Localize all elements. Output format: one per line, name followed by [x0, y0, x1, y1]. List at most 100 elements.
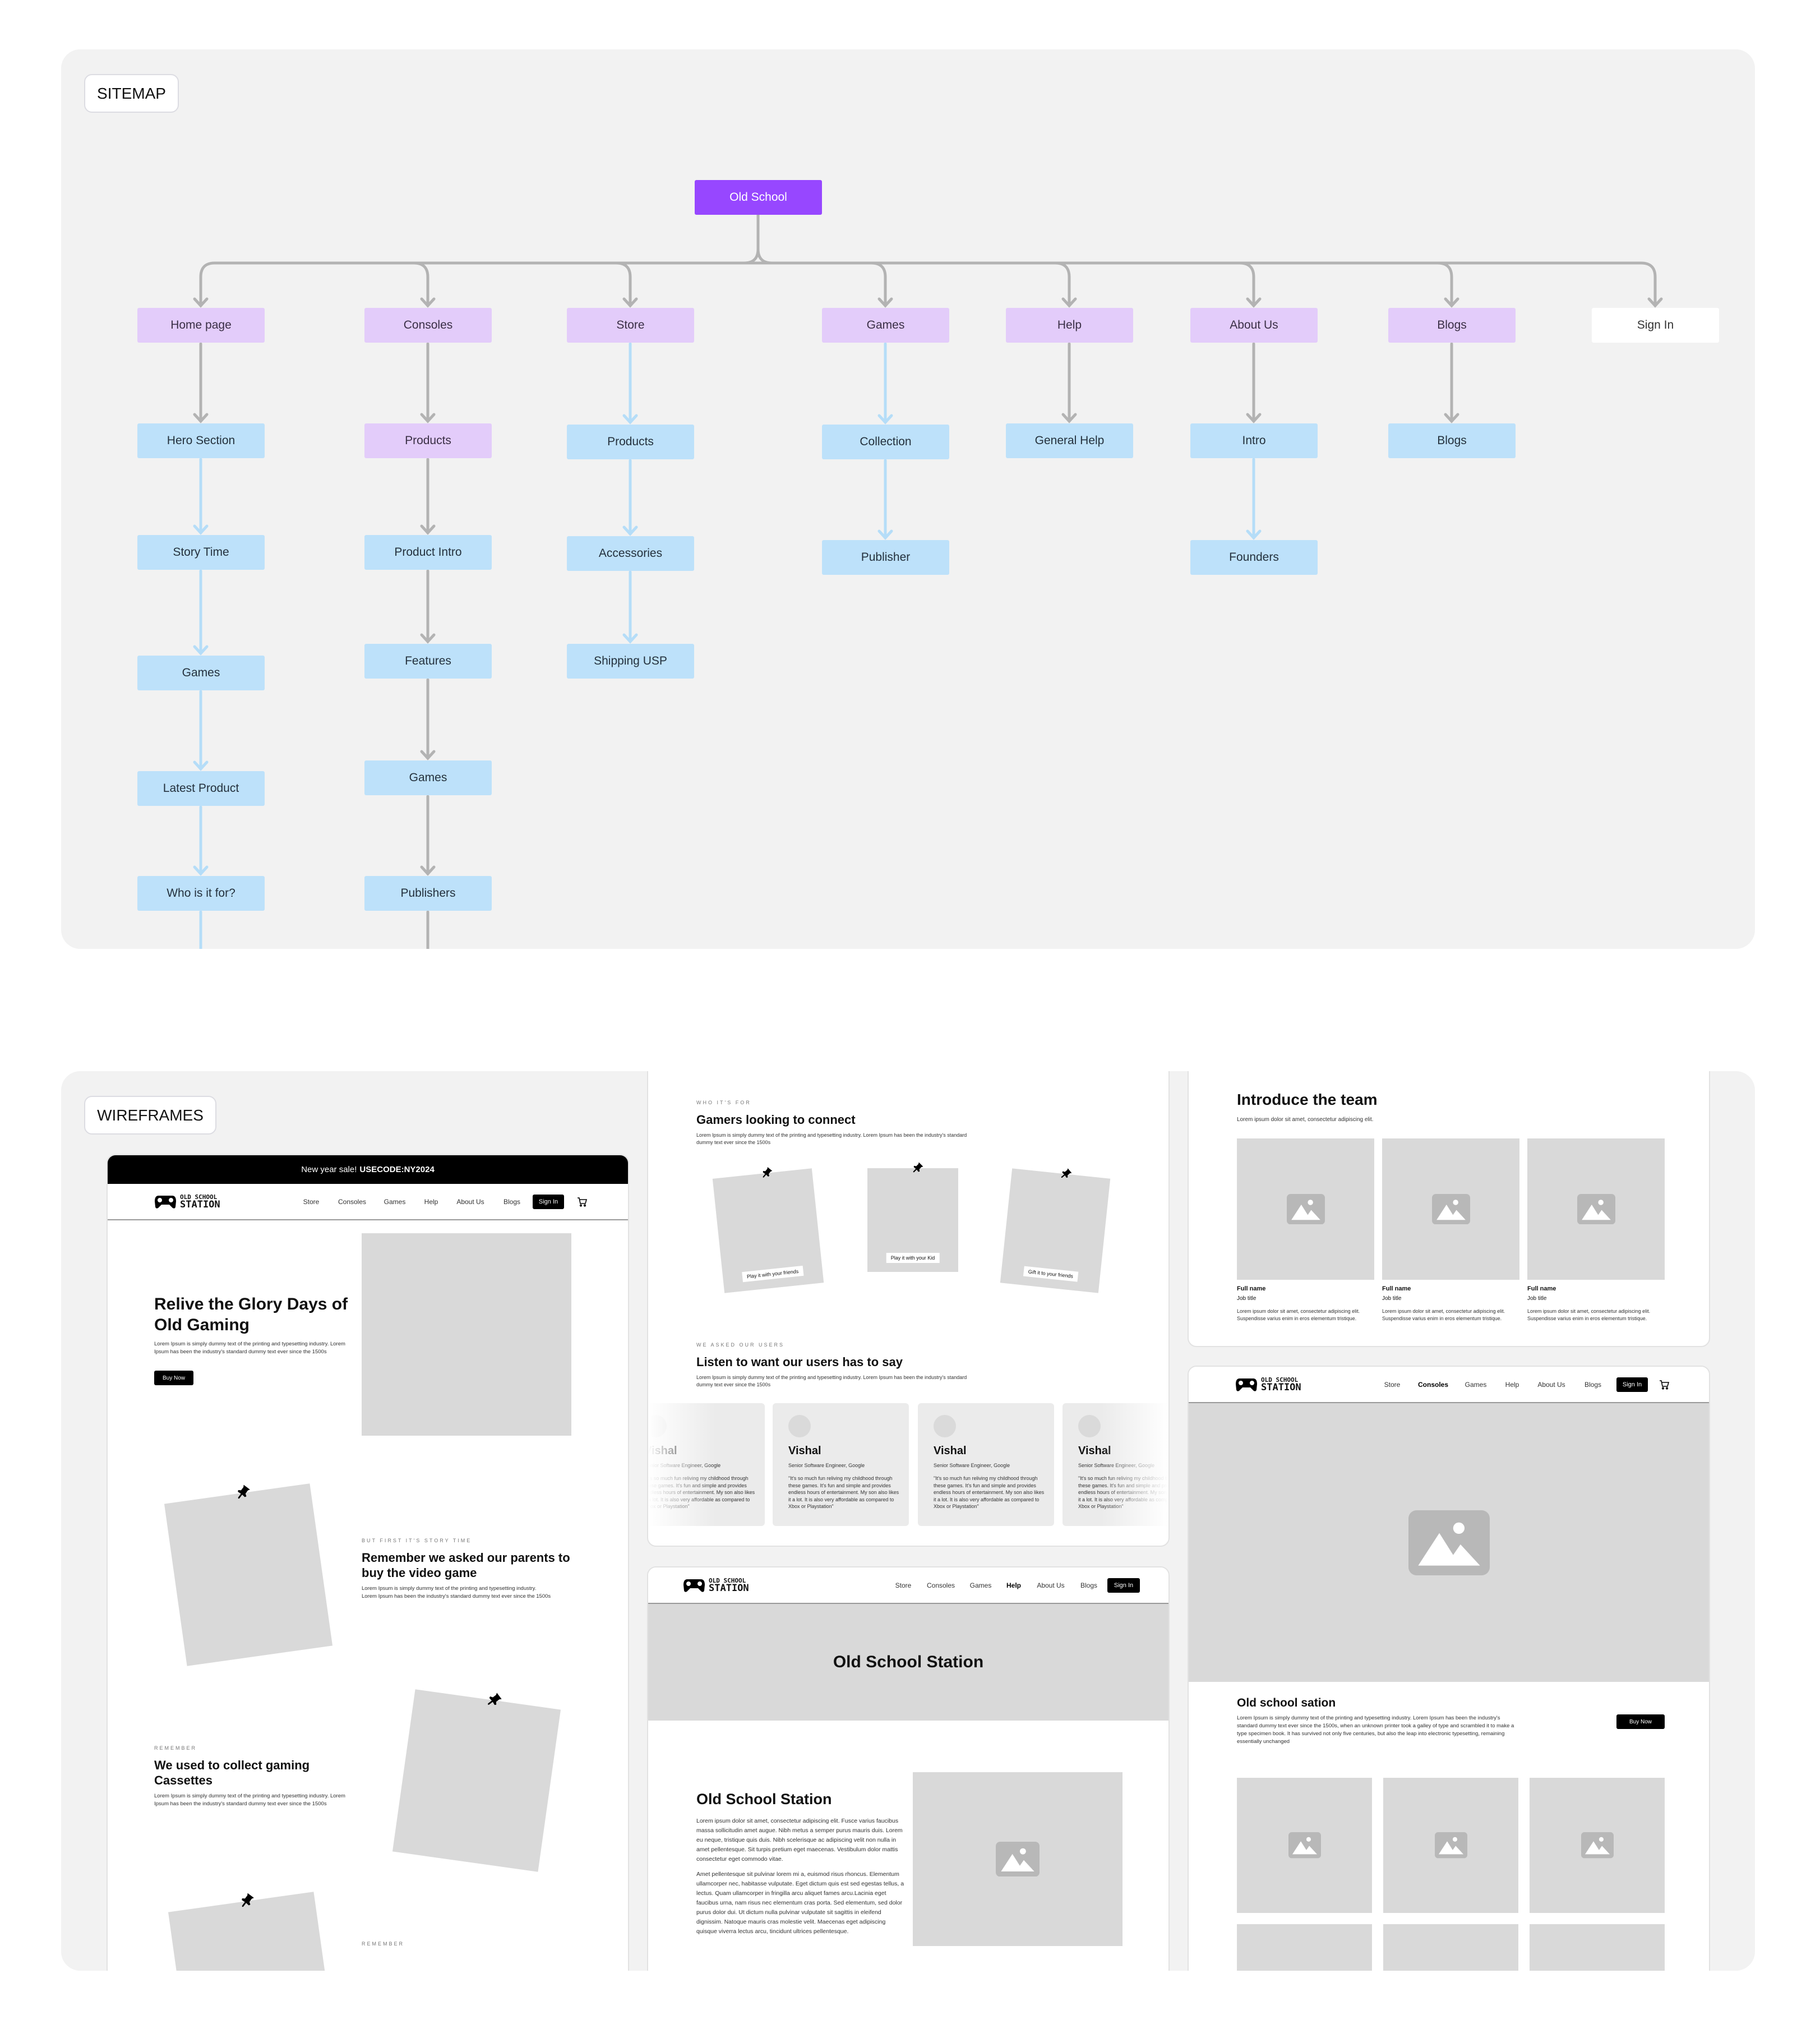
sitemap-node-who-is-it-for-[interactable]: Who is it for? — [137, 876, 265, 911]
nav-store[interactable]: Store — [303, 1197, 320, 1206]
sitemap-node-publisher[interactable]: Publisher — [822, 540, 949, 575]
sitemap-node-hero-section[interactable]: Hero Section — [137, 423, 265, 458]
help-hero-title: Old School Station — [833, 1653, 984, 1671]
team-wireframe: Introduce the team Lorem ipsum dolor sit… — [1188, 1071, 1710, 1347]
nav-blogs[interactable]: Blogs — [503, 1197, 521, 1206]
nav-consoles[interactable]: Consoles — [926, 1581, 955, 1589]
nav-store[interactable]: Store — [1384, 1380, 1401, 1389]
branch-connector — [1238, 261, 1255, 307]
sitemap-node-about-us[interactable]: About Us — [1190, 308, 1318, 343]
arrow-icon — [193, 297, 209, 308]
member-name: Full name — [1237, 1285, 1266, 1292]
users-text: Lorem Ipsum is simply dummy text of the … — [696, 1375, 967, 1387]
polaroid-card: Gift it to your friends — [1000, 1168, 1111, 1293]
sitemap-node-blogs[interactable]: Blogs — [1388, 423, 1516, 458]
avatar — [788, 1415, 811, 1437]
avatar — [1078, 1415, 1101, 1437]
nav-store[interactable]: Store — [895, 1581, 912, 1589]
sitemap-node-blogs[interactable]: Blogs — [1388, 308, 1516, 343]
nav-help[interactable]: Help — [1006, 1581, 1022, 1589]
sitemap-node-products[interactable]: Products — [364, 423, 492, 458]
testimonial-name: Vishal — [934, 1445, 967, 1457]
sitemap-node-founders[interactable]: Founders — [1190, 540, 1318, 575]
image-icon — [1434, 1832, 1467, 1859]
nav-games[interactable]: Games — [1465, 1380, 1487, 1389]
who-text: Lorem Ipsum is simply dummy text of the … — [696, 1132, 967, 1145]
nav-consoles[interactable]: Consoles — [1417, 1380, 1449, 1389]
sitemap-node-games[interactable]: Games — [822, 308, 949, 343]
team-subtitle: Lorem ipsum dolor sit amet, consectetur … — [1237, 1117, 1374, 1123]
buy-now-button[interactable]: Buy Now — [1616, 1714, 1665, 1729]
sitemap-node-intro[interactable]: Intro — [1190, 423, 1318, 458]
sitemap-node-sign-in[interactable]: Sign In — [1592, 308, 1719, 343]
nav-games[interactable]: Games — [969, 1581, 992, 1589]
users-title: Listen to want our users has to say — [696, 1355, 903, 1369]
nav-help[interactable]: Help — [424, 1197, 438, 1206]
team-photo-placeholder — [1527, 1138, 1665, 1280]
pushpin-icon — [763, 1167, 773, 1178]
member-bio: Lorem ipsum dolor sit amet, consectetur … — [1382, 1308, 1505, 1321]
hero-text: Lorem Ipsum is simply dummy text of the … — [154, 1341, 345, 1355]
nav-games[interactable]: Games — [384, 1197, 406, 1206]
arrow-icon — [193, 865, 209, 876]
nav-consoles[interactable]: Consoles — [338, 1197, 367, 1206]
cart-icon[interactable] — [577, 1197, 588, 1207]
sitemap-node-help[interactable]: Help — [1006, 308, 1133, 343]
sitemap-node-product-intro[interactable]: Product Intro — [364, 535, 492, 570]
nav-about-us[interactable]: About Us — [1037, 1581, 1065, 1589]
remember-title: We used to collect gaming Cassettes — [154, 1758, 310, 1787]
sitemap-node-consoles[interactable]: Consoles — [364, 308, 492, 343]
sitemap-node-store[interactable]: Store — [567, 308, 694, 343]
sitemap-node-products[interactable]: Products — [567, 425, 694, 459]
sign-in-button[interactable]: Sign In — [1107, 1578, 1140, 1593]
nav-blogs[interactable]: Blogs — [1584, 1380, 1602, 1389]
sitemap-node-home-page[interactable]: Home page — [137, 308, 265, 343]
buy-now-button[interactable]: Buy Now — [154, 1371, 193, 1385]
nav-about-us[interactable]: About Us — [456, 1197, 484, 1206]
sitemap-node-latest-product[interactable]: Latest Product — [137, 771, 265, 806]
testimonial-quote: "It's so much fun reliving my childhood … — [647, 1476, 755, 1509]
sitemap-node-shipping-usp[interactable]: Shipping USP — [567, 644, 694, 679]
sitemap-root-node[interactable]: Old School — [695, 180, 822, 215]
nav-help[interactable]: Help — [1505, 1380, 1519, 1389]
sitemap-node-publishers[interactable]: Publishers — [364, 876, 492, 911]
cart-icon[interactable] — [1659, 1380, 1670, 1390]
polaroid-label: Play it with your Kid — [886, 1253, 940, 1263]
polaroid-label: Play it with your friends — [742, 1265, 804, 1283]
member-job: Job title — [1237, 1295, 1257, 1302]
sitemap-label: SITEMAP — [84, 74, 179, 113]
nav-about-us[interactable]: About Us — [1537, 1380, 1565, 1389]
arrow-icon — [1246, 529, 1262, 540]
arrow-icon — [622, 525, 638, 536]
member-name: Full name — [1382, 1285, 1411, 1292]
banner-text: New year sale! — [301, 1165, 357, 1174]
arrow-icon — [877, 414, 893, 425]
testimonial-name: Vishal — [788, 1445, 821, 1457]
arrow-icon — [420, 750, 436, 760]
sitemap-node-games[interactable]: Games — [137, 656, 265, 690]
story-text: Lorem Ipsum is simply dummy text of the … — [362, 1585, 551, 1599]
sitemap-node-general-help[interactable]: General Help — [1006, 423, 1133, 458]
sitemap-node-features[interactable]: Features — [364, 644, 492, 679]
polaroid-card: Play it with your Kid — [867, 1162, 958, 1272]
image-icon — [1408, 1510, 1490, 1575]
sitemap-node-collection[interactable]: Collection — [822, 425, 949, 459]
sitemap-node-games[interactable]: Games — [364, 760, 492, 795]
arrow-icon — [1444, 413, 1459, 423]
testimonial-name: Vishal — [647, 1445, 677, 1457]
sitemap-node-accessories[interactable]: Accessories — [567, 536, 694, 571]
nav-blogs[interactable]: Blogs — [1080, 1581, 1098, 1589]
image-icon — [1288, 1832, 1321, 1859]
sign-in-button[interactable]: Sign In — [1616, 1377, 1648, 1392]
arrow-icon — [193, 645, 209, 656]
branch-connector — [1054, 261, 1071, 307]
arrow-icon — [193, 524, 209, 535]
testimonial-quote: "It's so much fun reliving my childhood … — [1078, 1476, 1170, 1509]
sitemap-node-story-time[interactable]: Story Time — [137, 535, 265, 570]
pushpin-icon — [488, 1693, 502, 1705]
sign-in-button[interactable]: Sign In — [533, 1194, 564, 1209]
